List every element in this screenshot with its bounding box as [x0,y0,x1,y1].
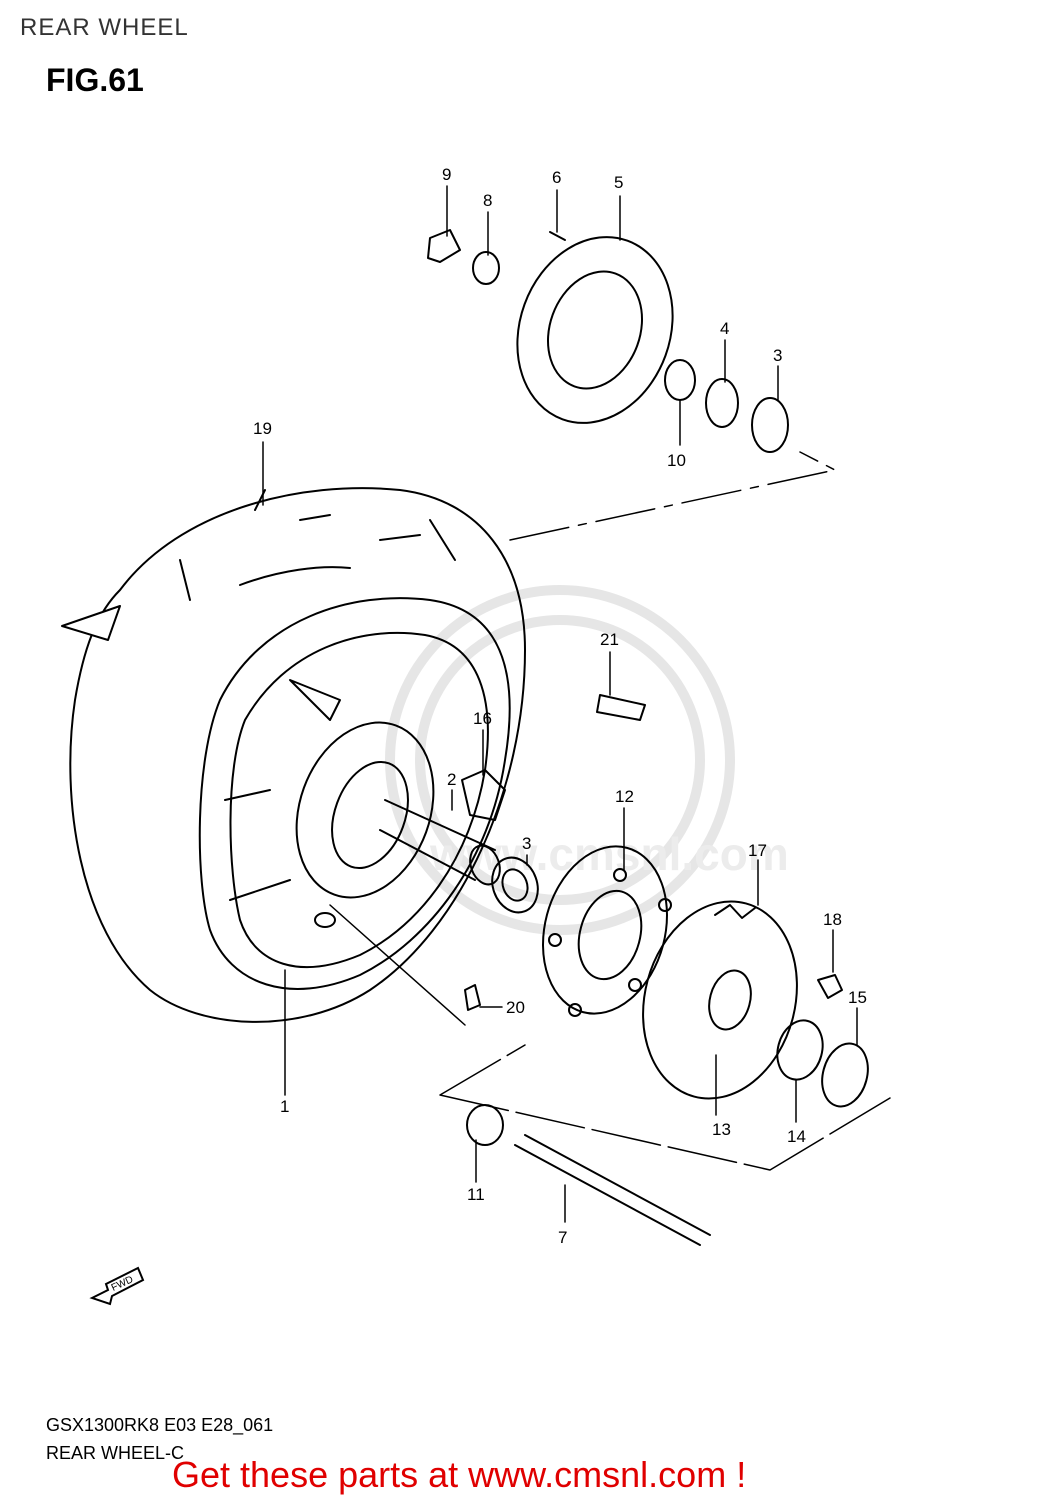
callout-13: 13 [712,1120,731,1139]
callout-18: 18 [823,910,842,929]
callout-14: 14 [787,1127,806,1146]
callout-1: 1 [280,1097,289,1116]
callout-7: 7 [558,1228,567,1247]
oil-seal-part [821,1042,869,1108]
figure-label: FIG.61 [46,62,144,98]
callout-21: 21 [600,630,619,649]
callout-20: 20 [506,998,525,1017]
callout-11: 11 [467,1185,485,1204]
axle-part [514,1134,711,1246]
washer-part [472,251,500,285]
bearing-part [491,856,539,914]
forward-direction-arrow: FWD [89,1266,145,1306]
sensor-part [596,694,646,721]
bearing-part [776,1019,824,1081]
cta-link[interactable]: Get these parts at www.cmsnl.com ! [172,1454,747,1495]
callout-19: 19 [253,419,272,438]
bolt-part [549,231,566,241]
callout-15: 15 [848,988,867,1007]
watermark-text: www.cmsnl.com [429,828,789,880]
callout-3-top: 3 [773,346,782,365]
rear-sprocket-part [642,900,798,1100]
nut-part [427,229,461,263]
nut-part [817,974,843,999]
model-code: GSX1300RK8 E03 E28_061 [46,1415,274,1435]
callout-10: 10 [667,451,686,470]
callout-16: 16 [473,709,492,728]
callout-9: 9 [442,165,451,184]
watermark-logo: www.cmsnl.com [385,585,789,935]
callout-6: 6 [552,168,561,187]
callout-8: 8 [483,191,492,210]
model-name: REAR WHEEL-C [46,1443,185,1463]
brake-disc-part [516,236,674,424]
callout-12: 12 [615,787,634,806]
callout-5: 5 [614,173,623,192]
tyre-part [61,487,526,1023]
section-title: REAR WHEEL [20,14,189,41]
callout-4: 4 [720,319,729,338]
wheel-rim-part [198,597,511,990]
callout-17: 17 [748,841,767,860]
damper-part [461,769,506,821]
callout-2: 2 [447,770,456,789]
callout-3-center: 3 [522,834,531,853]
valve-part [464,984,481,1011]
